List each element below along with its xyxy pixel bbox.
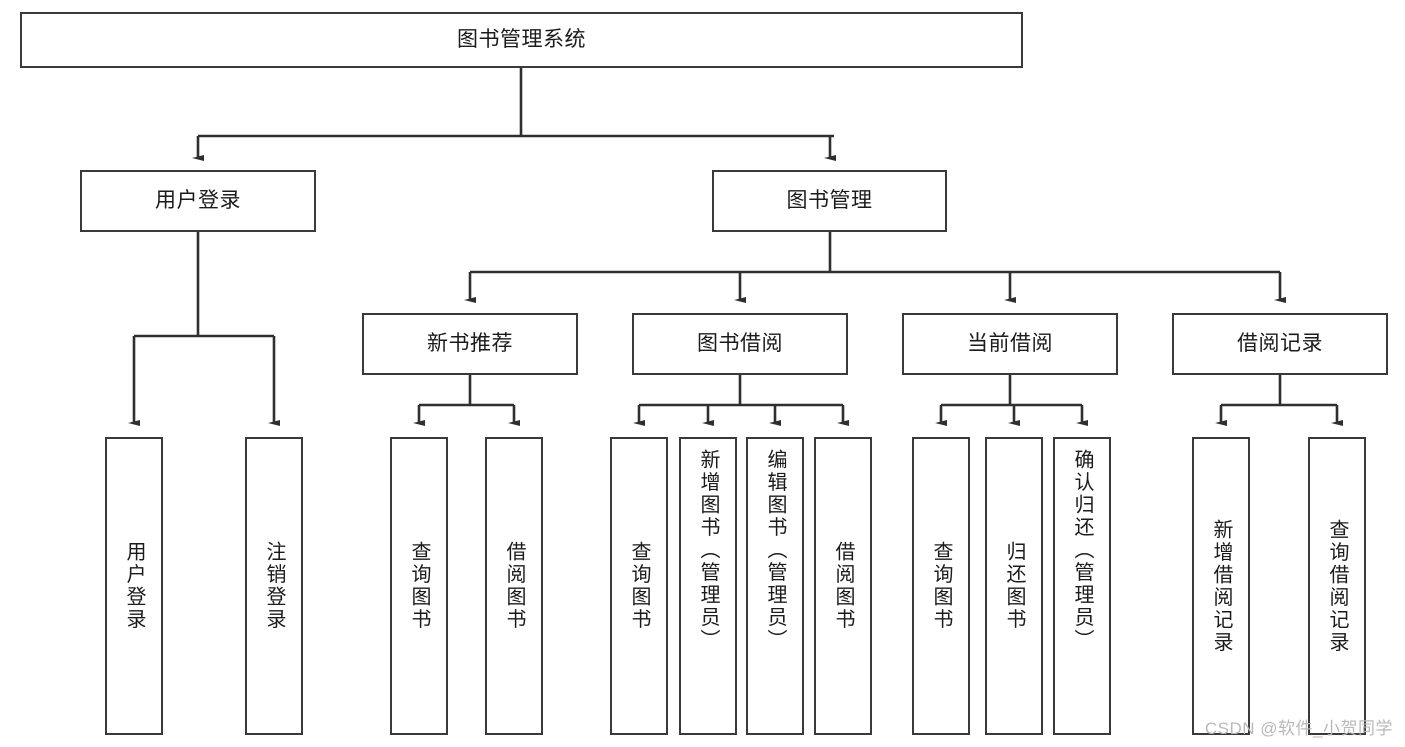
edge-group-borrow-record [1215,375,1343,426]
node-current-borrow[interactable]: 当前借阅 [902,313,1118,375]
leaf-add-borrow-record[interactable]: 新增借阅记录 [1192,437,1250,735]
leaf-borrow-book-1-label: 借阅图书 [503,541,525,631]
node-book-borrow-label: 图书借阅 [697,331,783,355]
node-new-book-recommend-label: 新书推荐 [427,331,513,355]
edge-group-new-book-recommend [413,375,520,426]
node-user-login[interactable]: 用户登录 [80,170,316,232]
leaf-confirm-return-admin[interactable]: 确认归还（管理员） [1053,437,1111,735]
node-user-login-label: 用户登录 [155,188,241,212]
node-root[interactable]: 图书管理系统 [20,12,1023,68]
leaf-query-book-3[interactable]: 查询图书 [912,437,970,735]
leaf-user-login-label: 用户登录 [123,541,145,631]
leaf-user-login[interactable]: 用户登录 [105,437,163,735]
edge-group-book-borrow [633,375,849,426]
leaf-add-borrow-record-label: 新增借阅记录 [1210,518,1232,654]
leaf-edit-book-admin-label: 编辑图书（管理员） [764,449,786,652]
leaf-query-borrow-record[interactable]: 查询借阅记录 [1308,437,1366,735]
edge-group-current-borrow [935,375,1088,426]
leaf-borrow-book-2[interactable]: 借阅图书 [814,437,872,735]
leaf-return-book[interactable]: 归还图书 [985,437,1043,735]
leaf-query-borrow-record-label: 查询借阅记录 [1326,518,1348,654]
node-current-borrow-label: 当前借阅 [967,331,1053,355]
leaf-query-book-2[interactable]: 查询图书 [610,437,668,735]
node-borrow-record-label: 借阅记录 [1237,331,1323,355]
node-book-manage[interactable]: 图书管理 [712,170,947,232]
leaf-add-book-admin[interactable]: 新增图书（管理员） [679,437,737,735]
node-book-manage-label: 图书管理 [786,188,873,212]
leaf-query-book-2-label: 查询图书 [628,541,650,631]
node-root-label: 图书管理系统 [457,27,586,51]
leaf-return-book-label: 归还图书 [1003,541,1025,631]
node-book-borrow[interactable]: 图书借阅 [632,313,848,375]
leaf-query-book-3-label: 查询图书 [930,541,952,631]
leaf-query-book-1-label: 查询图书 [408,541,430,631]
leaf-add-book-admin-label: 新增图书（管理员） [697,449,719,652]
leaf-confirm-return-admin-label: 确认归还（管理员） [1071,449,1093,652]
node-new-book-recommend[interactable]: 新书推荐 [362,313,578,375]
leaf-logout-login-label: 注销登录 [263,541,285,631]
edge-group-root [192,68,836,161]
leaf-logout-login[interactable]: 注销登录 [245,437,303,735]
edge-group-user-login [128,232,280,426]
edge-group-book-manage [464,232,1286,303]
leaf-edit-book-admin[interactable]: 编辑图书（管理员） [746,437,804,735]
node-borrow-record[interactable]: 借阅记录 [1172,313,1388,375]
leaf-query-book-1[interactable]: 查询图书 [390,437,448,735]
leaf-borrow-book-2-label: 借阅图书 [832,541,854,631]
leaf-borrow-book-1[interactable]: 借阅图书 [485,437,543,735]
